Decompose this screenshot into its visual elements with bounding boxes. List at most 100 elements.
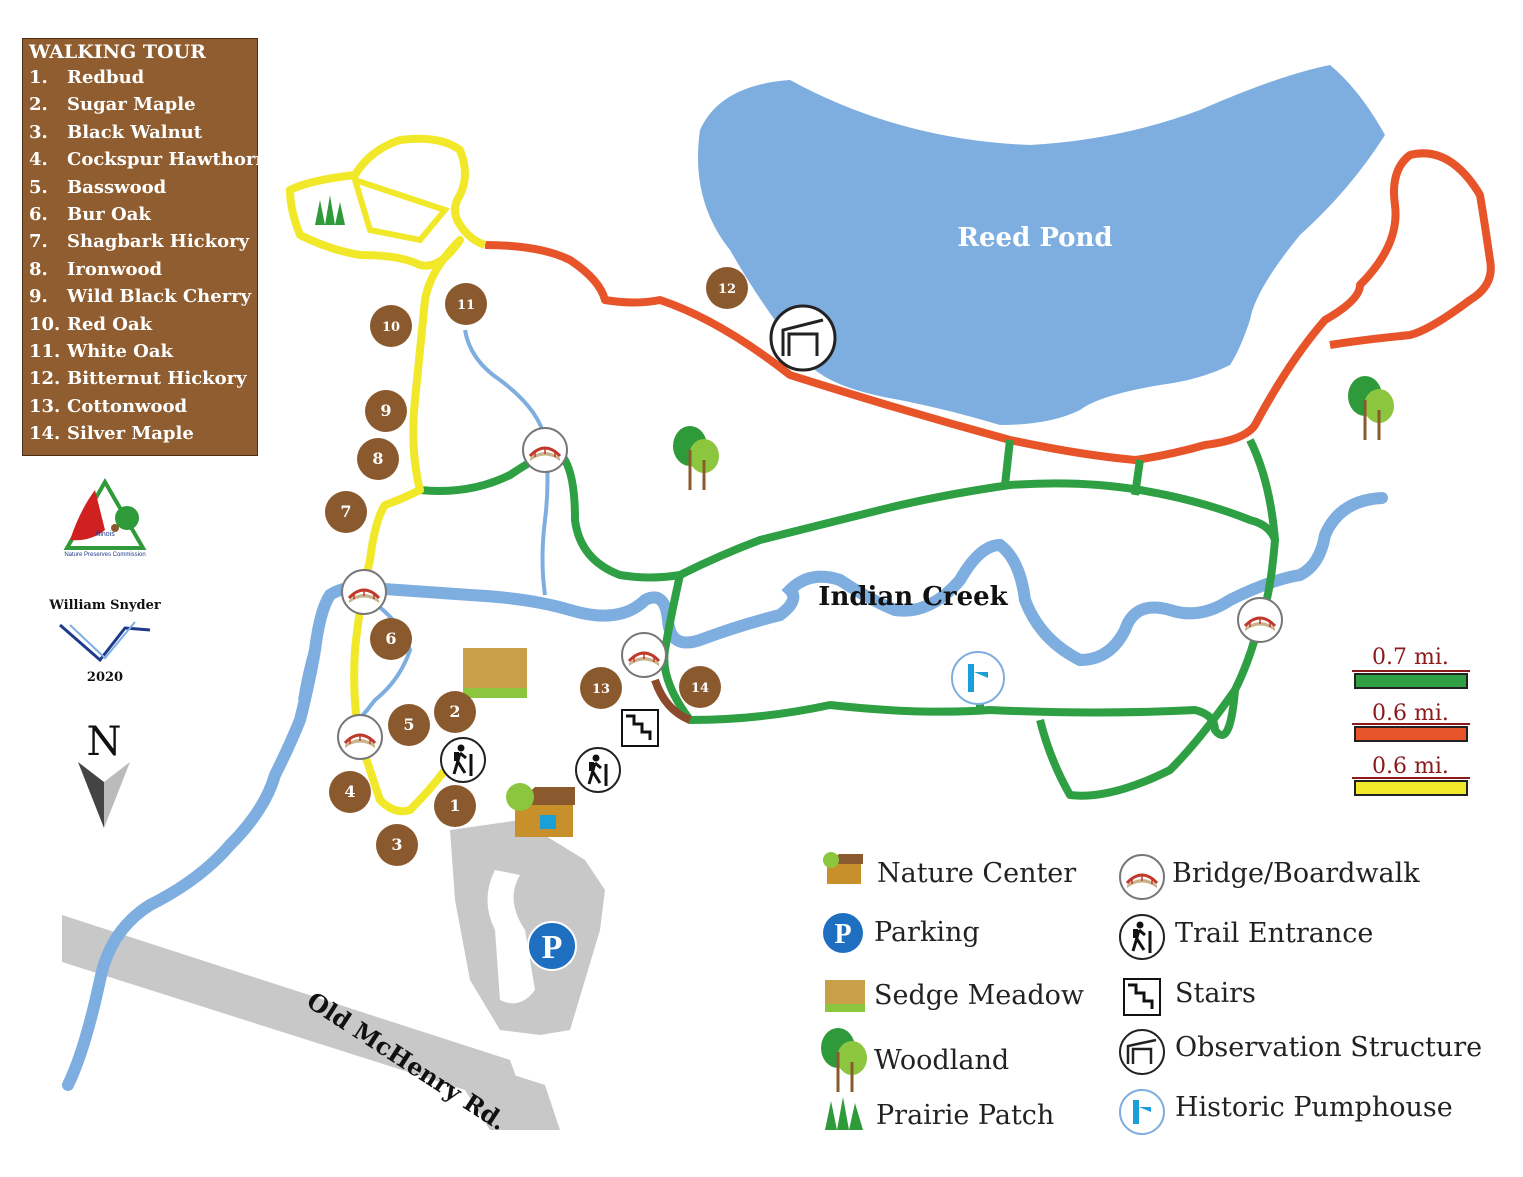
- north-arrow-icon: [78, 762, 104, 828]
- walking-tour-item: 8.Ironwood: [29, 258, 163, 280]
- woodland-icon: [671, 424, 721, 492]
- legend-label-trail-entrance: Trail Entrance: [1175, 918, 1374, 949]
- hiker-icon: [574, 746, 622, 794]
- tour-stop-marker: 8: [357, 438, 399, 480]
- credit-year: 2020: [86, 670, 124, 685]
- walking-tour-title: WALKING TOUR: [29, 41, 206, 63]
- tour-stop-marker: 10: [370, 305, 412, 347]
- pumphouse-icon: [951, 651, 1005, 705]
- legend-label-bridge: Bridge/Boardwalk: [1172, 858, 1420, 889]
- scale-label-orange: 0.6 mi.: [1372, 701, 1449, 726]
- walking-tour-item: 7.Shagbark Hickory: [29, 231, 250, 253]
- yellow-trail: [286, 134, 487, 816]
- svg-text:5: 5: [403, 715, 414, 734]
- walking-tour-item: 3.Black Walnut: [29, 121, 203, 143]
- svg-text:7: 7: [340, 502, 351, 521]
- legend-label-pumphouse: Historic Pumphouse: [1175, 1092, 1453, 1123]
- walking-tour-item: 10.Red Oak: [29, 313, 153, 335]
- scale-bar: [1354, 726, 1468, 742]
- walking-tour-item: 4.Cockspur Hawthorn: [29, 149, 269, 171]
- legend-label-woodland: Woodland: [874, 1045, 1010, 1076]
- reed-pond: [698, 65, 1385, 425]
- bridge-icon: [340, 568, 388, 616]
- bridge-icon: [336, 713, 384, 761]
- svg-text:11: 11: [457, 298, 475, 313]
- legend-label-observation: Observation Structure: [1175, 1032, 1483, 1063]
- indian-creek: [62, 492, 1388, 1091]
- tour-stop-marker: 2: [434, 691, 476, 733]
- parking-lot: [450, 820, 605, 1035]
- bridge-icon: [1236, 596, 1284, 644]
- svg-text:12: 12: [718, 282, 736, 297]
- svg-text:8: 8: [372, 449, 383, 468]
- bridge-icon: [620, 631, 668, 679]
- sedge-meadow-icon: [463, 648, 527, 698]
- legend-prairie-patch-icon: [825, 1097, 863, 1130]
- tour-stop-marker: 7: [325, 491, 367, 533]
- svg-text:2: 2: [449, 702, 460, 721]
- parking-icon: P: [527, 921, 577, 971]
- svg-text:P: P: [834, 919, 851, 950]
- observation-icon: [769, 304, 837, 372]
- svg-text:1: 1: [449, 796, 460, 815]
- scale-label-green: 0.7 mi.: [1372, 645, 1449, 670]
- svg-text:P: P: [542, 929, 563, 966]
- legend-nature-center-icon: [823, 852, 863, 884]
- svg-text:14: 14: [691, 681, 709, 696]
- svg-text:Illinois: Illinois: [95, 531, 115, 538]
- credit-name: William Snyder: [49, 598, 161, 613]
- legend-label-nature-center: Nature Center: [877, 858, 1077, 889]
- bridge-icon: [521, 426, 569, 474]
- woodland-icon: [1346, 374, 1396, 442]
- north-label: N: [87, 719, 122, 765]
- walking-tour-item: 12.Bitternut Hickory: [29, 368, 247, 390]
- legend-woodland-icon: [819, 1026, 869, 1094]
- walking-tour-item: 11.White Oak: [29, 341, 173, 363]
- walking-tour-list: 1.Redbud 2.Sugar Maple 3.Black Walnut 4.Coc…: [29, 64, 269, 448]
- svg-text:13: 13: [592, 682, 610, 697]
- walking-tour-item: 6.Bur Oak: [29, 204, 151, 226]
- svg-text:6: 6: [385, 629, 396, 648]
- tour-stop-marker: 1: [434, 785, 476, 827]
- svg-text:10: 10: [382, 320, 400, 335]
- walking-tour-item: 5.Basswood: [29, 176, 167, 198]
- walking-tour-item: 14.Silver Maple: [29, 423, 194, 445]
- svg-text:4: 4: [344, 782, 355, 801]
- legend-label-sedge-meadow: Sedge Meadow: [874, 980, 1084, 1011]
- tour-stop-marker: 6: [370, 618, 412, 660]
- walking-tour-item: 9.Wild Black Cherry: [29, 286, 252, 308]
- walking-tour-item: 13.Cottonwood: [29, 395, 188, 417]
- tour-stop-marker: 5: [388, 704, 430, 746]
- scale-bar: [1354, 780, 1468, 796]
- walking-tour-panel: WALKING TOUR 1.Redbud 2.Sugar Maple 3.Blac…: [22, 38, 269, 456]
- credit-mark-icon: [59, 623, 151, 663]
- orange-trail: [484, 149, 1495, 464]
- legend-parking-icon: P: [823, 913, 863, 953]
- walking-tour-item: 1.Redbud: [29, 67, 145, 88]
- tour-stop-marker: 11: [445, 283, 487, 325]
- nature-center-icon: [506, 783, 575, 837]
- scale-label-yellow: 0.6 mi.: [1372, 754, 1449, 779]
- tour-stop-marker: 4: [329, 771, 371, 813]
- tour-stop-marker: 12: [706, 267, 748, 309]
- legend-label-stairs: Stairs: [1175, 978, 1256, 1009]
- pond-label: Reed Pond: [957, 223, 1112, 253]
- hiker-icon: [439, 736, 487, 784]
- svg-text:Nature Preserves Commission: Nature Preserves Commission: [64, 552, 145, 558]
- walking-tour-item: 2.Sugar Maple: [29, 94, 196, 116]
- tour-stop-marker: 13: [580, 667, 622, 709]
- legend-label-parking: Parking: [874, 917, 980, 948]
- svg-text:9: 9: [380, 401, 391, 420]
- svg-text:3: 3: [391, 835, 402, 854]
- legend-label-prairie-patch: Prairie Patch: [876, 1100, 1055, 1131]
- tour-stop-marker: 3: [376, 824, 418, 866]
- legend-bridge-icon: [1118, 853, 1166, 901]
- tour-stop-marker: 14: [679, 666, 721, 708]
- stairs-icon: [621, 709, 659, 747]
- green-trail: [419, 438, 1279, 800]
- legend-stairs-icon: [1123, 978, 1161, 1016]
- legend-sedge-meadow-icon: [825, 980, 865, 1012]
- scale-bar: [1354, 673, 1468, 689]
- tour-stop-marker: 9: [365, 390, 407, 432]
